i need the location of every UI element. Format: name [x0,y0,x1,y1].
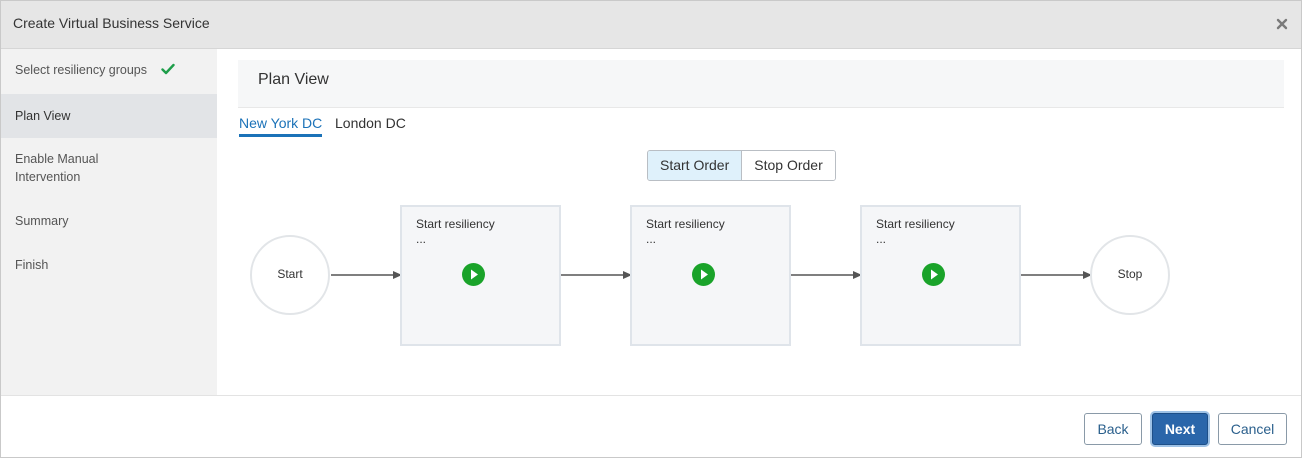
stop-node: Stop [1090,235,1170,315]
flow-step-box[interactable]: Start resiliency ... [400,205,561,346]
flow-arrow [331,271,402,279]
plan-flow-diagram: Start Start resiliency ... Start resilie… [217,199,1301,399]
tab-new-york-dc[interactable]: New York DC [239,115,323,137]
close-icon[interactable] [1273,15,1291,33]
flow-arrow [561,271,632,279]
tab-london-dc[interactable]: London DC [335,115,406,131]
start-node-label: Start [277,267,303,281]
page-title: Plan View [258,71,329,88]
flow-step-label: Start resiliency ... [416,217,495,246]
flow-step-box[interactable]: Start resiliency ... [630,205,791,346]
checkmark-icon [160,63,175,75]
stop-node-label: Stop [1117,267,1143,281]
cancel-button[interactable]: Cancel [1218,413,1287,445]
dialog-titlebar: Create Virtual Business Service [1,1,1301,49]
wizard-steps-sidebar: Select resiliency groups Plan View Enabl… [1,49,217,395]
flow-step-box[interactable]: Start resiliency ... [860,205,1021,346]
step-label: Enable Manual Intervention [15,152,99,184]
step-plan-view[interactable]: Plan View [1,94,217,138]
back-button[interactable]: Back [1084,413,1142,445]
stop-order-button[interactable]: Stop Order [742,151,835,180]
step-label: Select resiliency groups [15,63,148,77]
flow-step-label: Start resiliency ... [646,217,725,246]
play-icon[interactable] [692,263,715,286]
step-label: Plan View [15,109,71,123]
section-header: Plan View [238,60,1284,108]
start-order-button[interactable]: Start Order [648,151,743,180]
start-node: Start [250,235,330,315]
step-select-resiliency-groups[interactable]: Select resiliency groups [1,61,217,79]
step-label: Finish [15,258,49,272]
play-icon[interactable] [462,263,485,286]
main-panel: Plan View New York DC London DC Start Or… [217,49,1301,395]
step-summary[interactable]: Summary [1,212,217,230]
dialog-title: Create Virtual Business Service [13,15,210,31]
flow-arrow [1021,271,1092,279]
dialog-footer: Back Next Cancel [1,395,1301,457]
flow-arrow [791,271,862,279]
step-label: Summary [15,214,69,228]
step-enable-manual-intervention[interactable]: Enable Manual Intervention [1,150,121,186]
flow-step-label: Start resiliency ... [876,217,955,246]
step-finish[interactable]: Finish [1,256,217,274]
play-icon[interactable] [922,263,945,286]
order-toggle: Start Order Stop Order [647,150,836,181]
next-button[interactable]: Next [1152,413,1208,445]
